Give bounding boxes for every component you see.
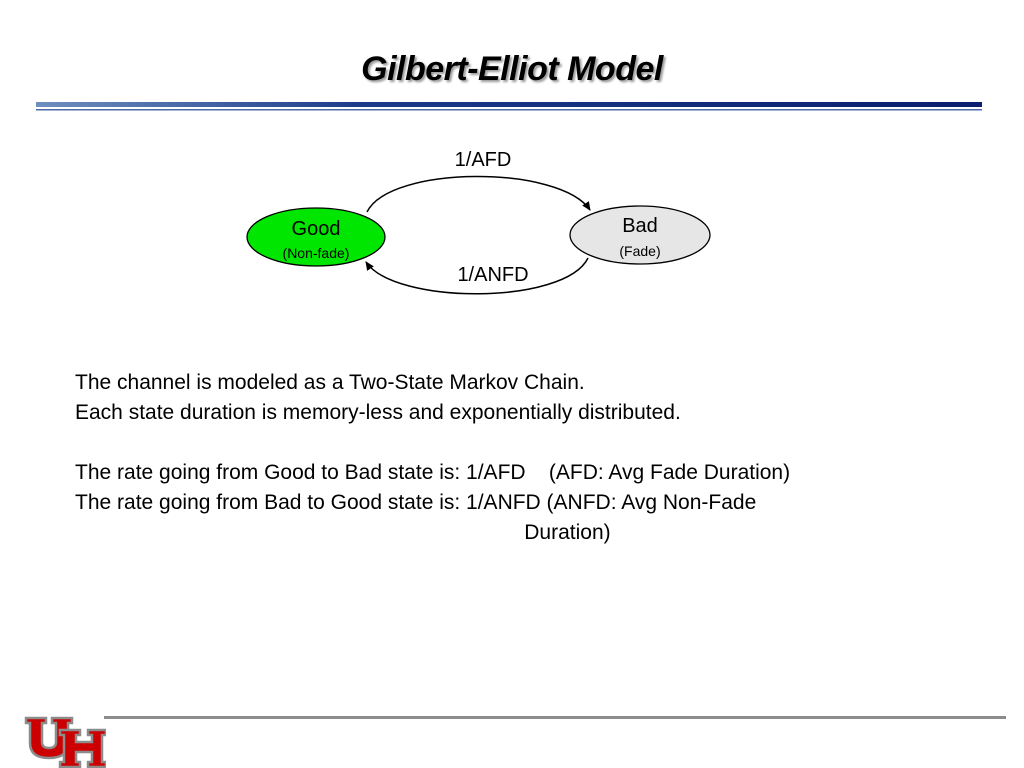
body-text: The channel is modeled as a Two-State Ma… [75, 368, 995, 548]
body-line: Duration) [75, 521, 611, 544]
good-state-sublabel: (Non-fade) [283, 245, 350, 261]
edge-bad-to-good-arrow [365, 257, 589, 295]
edge-good-to-bad-arrow [366, 175, 591, 213]
body-line: The rate going from Good to Bad state is… [75, 461, 791, 484]
body-line: ​ [75, 428, 995, 458]
markov-chain-diagram: Good (Non-fade) Bad (Fade) 1/AFD 1/ANFD [246, 149, 711, 295]
footer-divider [104, 716, 1006, 719]
edge-bad-to-good-label: 1/ANFD [457, 264, 528, 286]
bad-state-sublabel: (Fade) [619, 243, 660, 259]
body-line: The channel is modeled as a Two-State Ma… [75, 371, 585, 394]
body-line: Each state duration is memory-less and e… [75, 401, 681, 424]
edge-good-to-bad-label: 1/AFD [455, 149, 512, 171]
good-state-label: Good [292, 218, 341, 240]
title-divider [36, 102, 982, 111]
good-state-node [246, 207, 386, 267]
bad-state-label: Bad [622, 215, 658, 237]
slide-title: Gilbert-Elliot Model [361, 50, 663, 88]
bad-state-node [569, 205, 711, 265]
uh-logo-icon [24, 716, 106, 768]
body-line: The rate going from Bad to Good state is… [75, 491, 757, 514]
